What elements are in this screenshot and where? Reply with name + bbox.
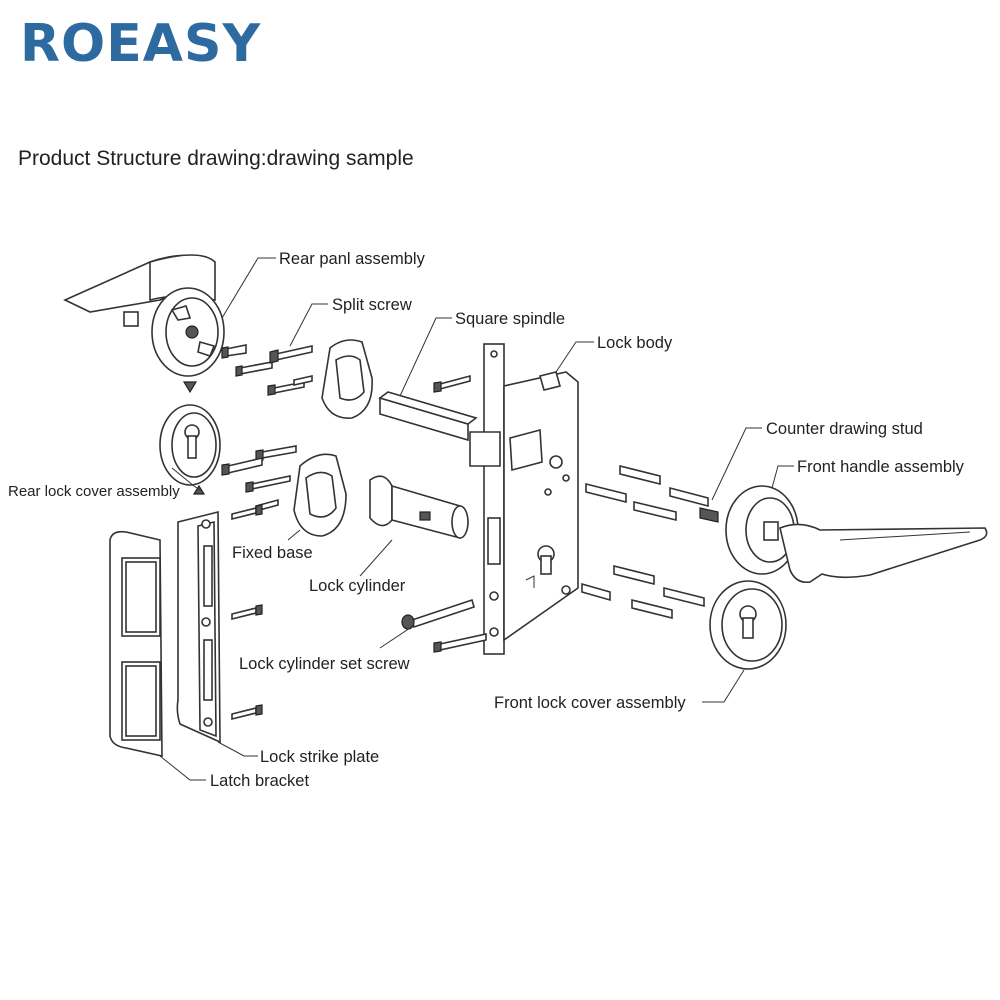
counter-drawing-studs — [581, 464, 719, 620]
split-screws-lower — [221, 445, 297, 513]
fixed-base-upper — [321, 339, 373, 419]
front-handle-lever — [779, 523, 988, 584]
split-screws-upper — [221, 344, 313, 396]
lock-cylinder — [369, 475, 469, 540]
square-spindle — [378, 391, 478, 442]
latch-bracket — [109, 530, 163, 757]
set-screw-icon — [182, 381, 198, 394]
front-lock-cover — [709, 580, 787, 670]
label-fixed-base: Fixed base — [232, 544, 313, 562]
page-title: Product Structure drawing:drawing sample — [18, 147, 414, 170]
label-latch-bracket: Latch bracket — [210, 772, 309, 790]
rear-handle-lever — [63, 254, 216, 327]
rear-panel-rose — [151, 287, 225, 377]
lock-body-faceplate — [469, 343, 505, 655]
label-lock-cylinder: Lock cylinder — [309, 577, 406, 595]
lock-cylinder-set-screw — [401, 598, 475, 630]
label-front-handle-assembly: Front handle assembly — [797, 458, 965, 476]
leader-lines — [159, 257, 794, 781]
front-handle-rose — [725, 485, 799, 575]
label-split-screw: Split screw — [332, 296, 412, 314]
brand-logo: ROEASY — [20, 14, 262, 74]
label-front-lock-cover-assembly: Front lock cover assembly — [494, 694, 686, 712]
label-rear-lock-cover-assembly: Rear lock cover assembly — [8, 483, 180, 500]
label-counter-drawing-stud: Counter drawing stud — [766, 420, 923, 438]
label-rear-panel-assembly: Rear panl assembly — [279, 250, 426, 268]
lock-body-case — [503, 371, 579, 642]
label-square-spindle: Square spindle — [455, 310, 565, 328]
label-lock-body: Lock body — [597, 334, 673, 352]
fixed-base-lower — [293, 453, 347, 537]
cover-screw-icon — [192, 484, 206, 495]
label-lock-strike-plate: Lock strike plate — [260, 748, 379, 766]
faceplate-screws — [433, 374, 487, 653]
lock-strike-plate — [176, 510, 221, 744]
rear-lock-cover — [159, 404, 221, 486]
label-lock-cylinder-set-screw: Lock cylinder set screw — [239, 655, 410, 673]
strike-plate-screws — [231, 504, 263, 721]
